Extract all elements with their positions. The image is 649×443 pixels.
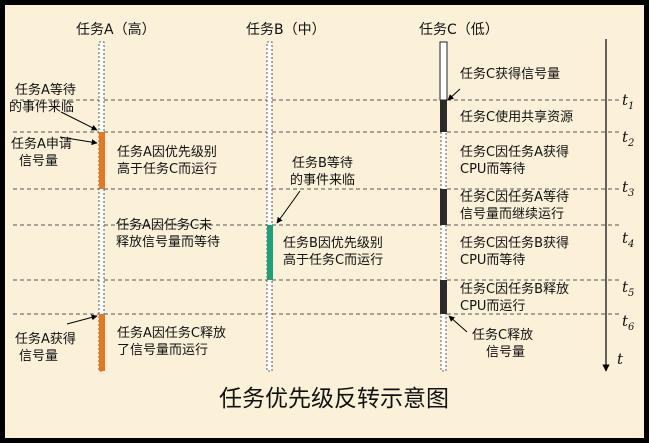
annotation-task-a-request-line2: 信号量 (19, 154, 59, 169)
task-a-header: 任务A（高） (76, 22, 156, 38)
annotation-task-a-acquire-line1: 任务A获得 (15, 332, 76, 347)
task-a-resume-text-line1: 任务A因任务C释放 (117, 326, 226, 341)
task-c-continue-text-line1: 任务C因任务A等待 (460, 190, 569, 205)
task-b-run-text-line1: 任务B因优先级别 (283, 236, 383, 251)
annotation-task-a-request-line1: 任务A申请 (11, 137, 72, 152)
time-label-t2: t2 (622, 128, 635, 149)
task-c-release-text-line2: 信号量 (486, 345, 526, 360)
task-c-running-segment-initial (439, 41, 448, 101)
time-label-t4-sub: 4 (628, 239, 635, 250)
time-label-t1-sub: 1 (628, 101, 635, 112)
task-c-release-text-line1: 任务C释放 (472, 328, 534, 343)
task-b-running-bar (267, 225, 273, 280)
task-c-running-bar-3 (440, 280, 447, 314)
task-c-use-text: 任务C使用共享资源 (460, 110, 574, 125)
task-a-resume-text-line2: 了信号量而运行 (117, 343, 209, 358)
time-label-t6-sub: 6 (628, 322, 635, 333)
task-a-wait-text-line1: 任务A因任务C未 (116, 218, 212, 233)
time-label-t5: t5 (622, 278, 635, 299)
time-label-t3-sub: 3 (628, 188, 635, 199)
task-b-header: 任务B（中） (246, 22, 326, 38)
task-c-resume-text-line1: 任务C因任务B释放 (460, 282, 569, 297)
arrow-task-a-wait-event (60, 111, 98, 131)
arrow-task-a-acquire (66, 314, 98, 325)
task-c-continue-text-line2: 信号量而继续运行 (460, 207, 565, 222)
task-c-acquire-text: 任务C获得信号量 (460, 67, 561, 82)
task-c-header: 任务C（低） (419, 22, 499, 38)
time-axis-label: t (617, 350, 624, 368)
task-b-wait-text-line2: 的事件来临 (290, 173, 356, 188)
annotation-task-a-wait-line2: 的事件来临 (9, 100, 75, 115)
task-a-run-text-line2: 高于任务C而运行 (117, 162, 218, 177)
diagram-title: 任务优先级反转示意图 (219, 386, 449, 412)
task-a-running-bar-2 (99, 314, 105, 371)
time-label-t1: t1 (622, 91, 635, 112)
arrow-task-c-release (448, 315, 468, 333)
arrow-task-a-request (59, 136, 98, 146)
task-b-run-text-line2: 高于任务C而运行 (283, 253, 384, 268)
task-a-run-text-line1: 任务A因优先级别 (117, 145, 217, 160)
task-b-timeline (266, 41, 273, 372)
task-b-wait-text-line1: 任务B等待 (292, 156, 353, 171)
arrow-task-c-acquire (447, 88, 461, 101)
task-a-wait-text-line2: 释放信号量而等待 (116, 235, 221, 250)
task-c-running-bar-1 (440, 100, 447, 132)
task-c-resume-text-line2: CPU而运行 (460, 299, 526, 314)
annotation-task-a-acquire-line2: 信号量 (19, 349, 59, 364)
task-c-running-bar-2 (440, 189, 447, 225)
time-label-t6: t6 (622, 312, 635, 333)
task-a-running-bar-1 (99, 132, 105, 189)
task-c-wait-a-text-line1: 任务C因任务A获得 (460, 145, 569, 160)
task-c-wait-b-text-line2: CPU而等待 (460, 253, 526, 268)
time-label-t5-sub: 5 (628, 288, 635, 299)
diagram-graphics (13, 39, 620, 372)
task-c-wait-b-text-line1: 任务C因任务B获得 (460, 236, 569, 251)
diagram-panel: 任务A（高） 任务B（中） 任务C（低） t1 t2 t3 t4 t5 t6 t… (5, 5, 644, 438)
arrow-task-b-event (276, 190, 301, 224)
annotation-task-a-wait-line1: 任务A等待 (15, 83, 76, 98)
time-label-t2-sub: 2 (628, 138, 635, 149)
time-label-t4: t4 (622, 229, 635, 250)
task-c-wait-a-text-line2: CPU而等待 (460, 162, 526, 177)
time-label-t3: t3 (622, 178, 635, 199)
